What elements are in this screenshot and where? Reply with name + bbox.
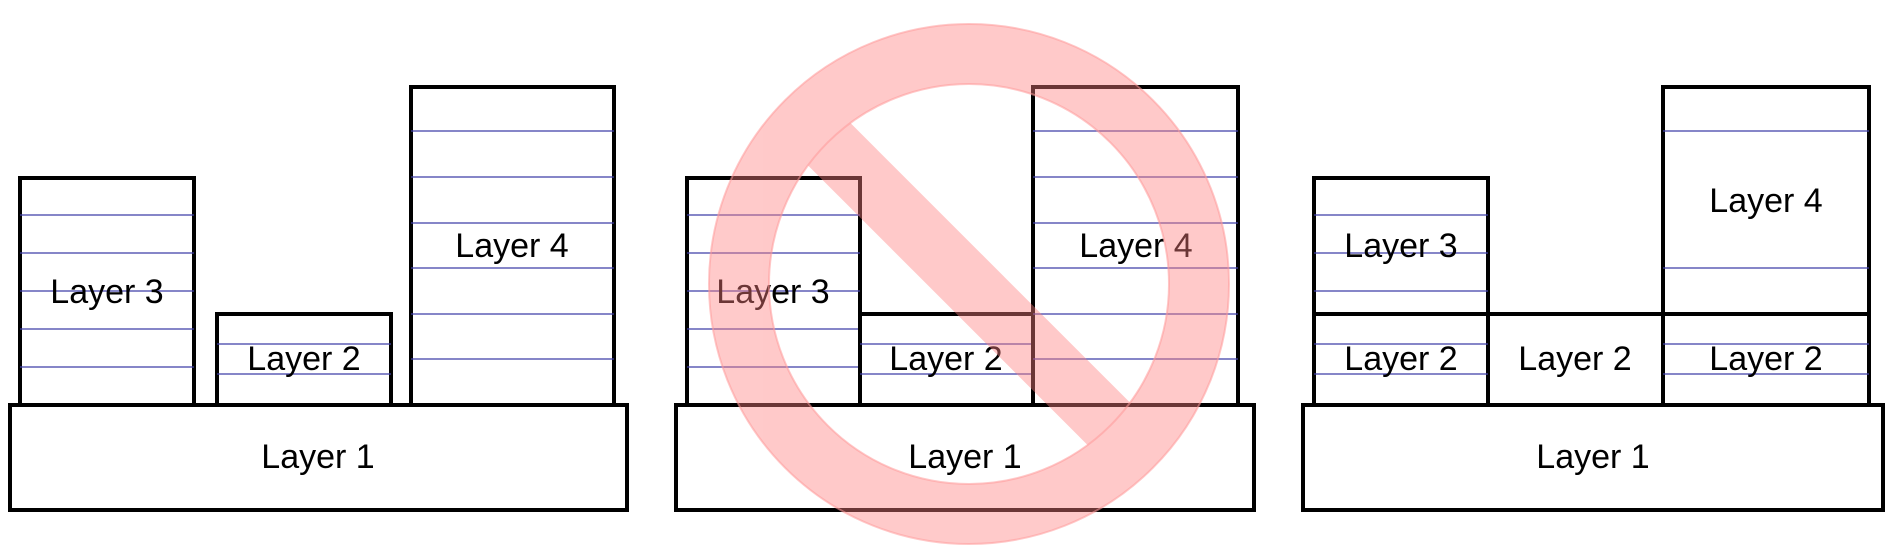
panel-shared: Layer 1 Layer 2 Layer 2 Layer 2 Layer 3 … bbox=[1301, 85, 1885, 512]
layer3-label: Layer 3 bbox=[50, 273, 163, 311]
layer2-label: Layer 2 bbox=[889, 340, 1002, 378]
layer2-left-label: Layer 2 bbox=[1344, 340, 1457, 378]
layer2-block bbox=[215, 312, 393, 407]
layer4-label: Layer 4 bbox=[455, 227, 568, 265]
layer1-block bbox=[1301, 403, 1885, 512]
panel-prohibited: Layer 1 Layer 3 Layer 2 Layer 4 bbox=[674, 23, 1256, 545]
layer4-block bbox=[1031, 85, 1240, 407]
layer2-label: Layer 2 bbox=[247, 340, 360, 378]
layer1-label: Layer 1 bbox=[1536, 438, 1649, 476]
layer4-block bbox=[1661, 85, 1871, 316]
layer1-block bbox=[674, 403, 1256, 512]
panel-separate: Layer 1 Layer 3 Layer 2 Layer 4 bbox=[8, 85, 629, 512]
layer2-block bbox=[1312, 312, 1871, 407]
layer2-right-label: Layer 2 bbox=[1709, 340, 1822, 378]
layer4-label: Layer 4 bbox=[1709, 182, 1822, 220]
prohibition-icon-outline bbox=[708, 23, 1230, 545]
layer3-label: Layer 3 bbox=[716, 273, 829, 311]
layer1-block bbox=[8, 403, 629, 512]
layer1-label: Layer 1 bbox=[908, 438, 1021, 476]
layer3-label: Layer 3 bbox=[1344, 227, 1457, 265]
layer2-middle-label: Layer 2 bbox=[1518, 340, 1631, 378]
layer1-label: Layer 1 bbox=[261, 438, 374, 476]
layer4-block bbox=[409, 85, 616, 407]
layer4-label: Layer 4 bbox=[1079, 227, 1192, 265]
prohibition-icon bbox=[709, 24, 1229, 544]
